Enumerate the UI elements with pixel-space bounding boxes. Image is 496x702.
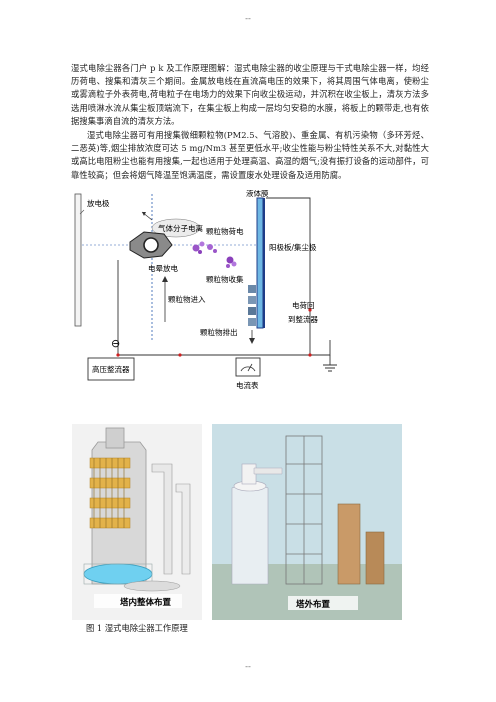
corona-electrode-core	[143, 237, 159, 253]
label-current-flow: 到整流器	[288, 314, 318, 324]
label-current-return: 电荷回	[292, 300, 315, 310]
collector-plate-edge	[263, 198, 265, 328]
label-anode-collector: 阳极板/集尘极	[269, 242, 317, 252]
page-footer-marker: --	[245, 662, 251, 671]
hv-rectifier-box	[87, 357, 135, 381]
paragraph-performance: 湿式电除尘器可有用搜集微细颗粒物(PM2.5、气溶胶)、重金属、有机污染物（多环…	[71, 130, 429, 180]
label-corona-discharge: 电晕放电	[148, 263, 178, 273]
label-gas-molecule-ionization: 气体分子电离	[158, 223, 203, 233]
circuit-nodes	[116, 308, 312, 357]
body-text: 湿式电除尘器各门户 p k 及工作原理图解：湿式电除尘器的收尘原理与干式电除尘器…	[71, 62, 429, 183]
internal-tower-illustration	[83, 427, 191, 592]
label-particle-charging: 颗粒物荷电	[206, 226, 244, 236]
charged-particles	[192, 241, 237, 268]
label-hv-rectifier: 高压整流器	[92, 364, 130, 374]
figure-caption: 图 1 湿式电除尘器工作原理	[86, 623, 188, 633]
label-external-layout: 塔外布置	[296, 599, 331, 610]
label-particle-outlet: 颗粒物排出	[200, 327, 238, 337]
label-ammeter: 电流表	[236, 380, 259, 390]
working-principle-diagram: 放电极 液体膜 阳极板/集尘极 气体分子电离 电晕放电 颗粒物荷电 颗粒物收集 …	[74, 190, 337, 390]
page-header-marker: --	[245, 14, 251, 23]
discharge-plate	[74, 193, 82, 327]
ionization-bubble	[151, 218, 201, 238]
collector-plate	[256, 197, 264, 329]
paragraph-principle: 湿式电除尘器各门户 p k 及工作原理图解：湿式电除尘器的收尘原理与干式电除尘器…	[71, 63, 429, 126]
tower-photos: 塔内整体布置 塔外布置	[72, 424, 402, 620]
label-particle-collection: 颗粒物收集	[206, 274, 244, 284]
ground-icon	[323, 355, 337, 372]
label-particle-inlet: 颗粒物进入	[168, 294, 206, 304]
label-internal-layout: 塔内整体布置	[120, 597, 172, 608]
label-discharge-electrode: 放电极	[87, 198, 110, 208]
external-tower-illustration	[212, 435, 402, 620]
minus-symbol: ⊖	[111, 337, 120, 350]
particle-blocks	[248, 285, 256, 326]
label-liquid-film: 液体膜	[246, 190, 269, 198]
ammeter-dial-icon	[240, 366, 256, 372]
